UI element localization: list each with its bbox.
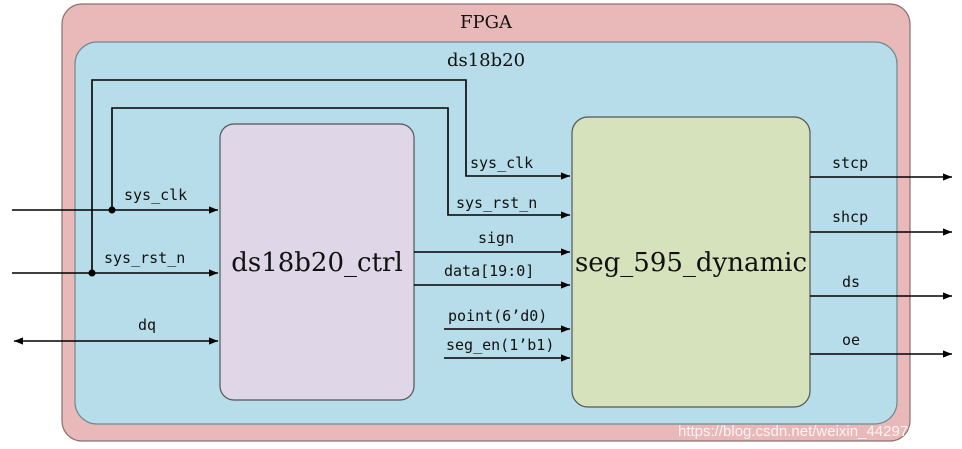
sys-rst-n-branch-wire xyxy=(91,79,570,273)
oe-label: oe xyxy=(842,331,860,349)
ds18b20-ctrl-block xyxy=(219,123,415,401)
point-label: point(6’d0) xyxy=(448,307,547,325)
watermark-text: https://blog.csdn.net/weixin_44297949 xyxy=(678,423,933,440)
data-label: data[19:0] xyxy=(444,262,534,280)
seg-595-dynamic-block xyxy=(571,116,811,408)
ds18b20-module-label: ds18b20 xyxy=(447,50,525,71)
seg-en-label: seg_en(1’b1) xyxy=(446,336,554,354)
stcp-label: stcp xyxy=(832,154,868,172)
dq-label: dq xyxy=(138,316,156,334)
ds18b20-ctrl-label: ds18b20_ctrl xyxy=(231,248,403,278)
seg-595-dynamic-label: seg_595_dynamic xyxy=(575,248,807,278)
sign-label: sign xyxy=(478,229,514,247)
fpga-label: FPGA xyxy=(460,12,513,33)
shcp-label: shcp xyxy=(832,208,868,226)
sys-clk-input-label: sys_clk xyxy=(124,186,187,204)
sys-clk-branch-wire xyxy=(111,107,570,219)
sys-rst-n-input-label: sys_rst_n xyxy=(104,249,185,267)
ds-label: ds xyxy=(842,273,860,291)
seg-sys-rst-n-label: sys_rst_n xyxy=(456,194,537,212)
seg-sys-clk-label: sys_clk xyxy=(470,154,533,172)
